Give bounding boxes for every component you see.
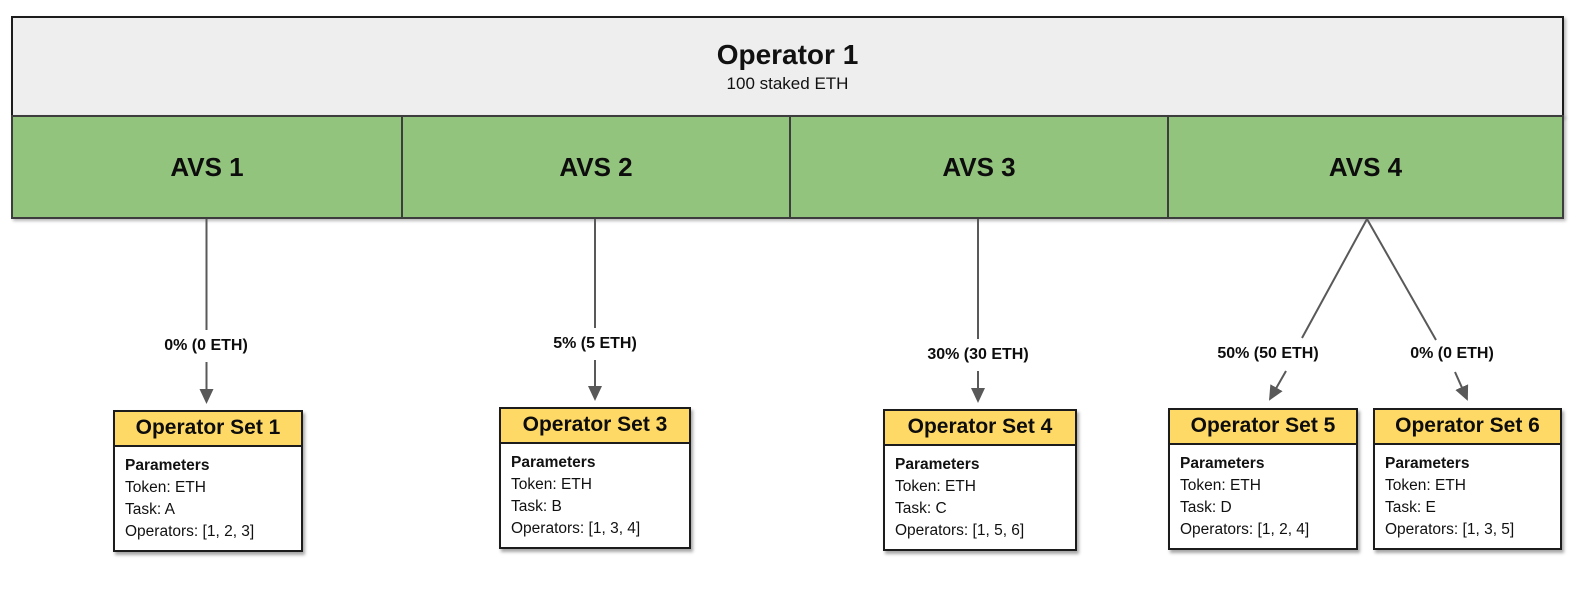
operator-set-6-box: Operator Set 6 Parameters Token: ETH Tas… [1373,408,1562,550]
param-token: Token: ETH [895,478,976,496]
operator-set-5-box: Operator Set 5 Parameters Token: ETH Tas… [1168,408,1358,550]
operator-set-6-body: Parameters Token: ETH Task: E Operators:… [1375,445,1560,548]
arrow-avs4-to-set5-lower [1269,370,1287,401]
allocation-label-avs3: 30% (30 ETH) [924,346,1032,364]
param-token: Token: ETH [511,476,592,494]
operator-set-1-body: Parameters Token: ETH Task: A Operators:… [115,447,301,550]
operator-set-3-body: Parameters Token: ETH Task: B Operators:… [501,444,689,547]
operator-title: Operator 1 [716,39,859,71]
params-heading: Parameters [895,456,980,473]
param-token: Token: ETH [125,479,206,497]
param-operators: Operators: [1, 3, 4] [511,520,641,538]
operator-set-4-body: Parameters Token: ETH Task: C Operators:… [885,446,1075,549]
param-task: Task: E [1385,499,1436,517]
avs-block-2: AVS 2 [401,115,791,219]
allocation-label-avs1: 0% (0 ETH) [161,337,251,355]
operator-set-6-title: Operator Set 6 [1375,410,1560,445]
operator-set-4-title: Operator Set 4 [885,411,1075,446]
operator-header-box: Operator 1 100 staked ETH [11,16,1564,117]
params-heading: Parameters [125,457,210,474]
params-heading: Parameters [1180,455,1265,472]
param-token: Token: ETH [1180,477,1261,495]
param-task: Task: B [511,498,562,516]
operator-stake-subtitle: 100 staked ETH [726,73,849,93]
operator-set-3-title: Operator Set 3 [501,409,689,444]
operator-set-4-box: Operator Set 4 Parameters Token: ETH Tas… [883,409,1077,551]
operator-set-1-title: Operator Set 1 [115,412,301,447]
operator-set-1-box: Operator Set 1 Parameters Token: ETH Tas… [113,410,303,552]
param-operators: Operators: [1, 3, 5] [1385,521,1515,539]
param-operators: Operators: [1, 2, 4] [1180,521,1310,539]
arrow-avs4-to-set5-upper [1301,218,1368,339]
param-token: Token: ETH [1385,477,1466,495]
param-operators: Operators: [1, 2, 3] [125,523,255,541]
operator-set-5-title: Operator Set 5 [1170,410,1356,445]
avs-block-3: AVS 3 [789,115,1169,219]
allocation-label-avs4-left: 50% (50 ETH) [1214,345,1322,363]
avs-row: AVS 1 AVS 2 AVS 3 AVS 4 [11,115,1564,219]
param-task: Task: A [125,501,175,519]
allocation-label-avs2: 5% (5 ETH) [550,335,640,353]
params-heading: Parameters [1385,455,1470,472]
param-task: Task: C [895,500,947,518]
avs-block-4: AVS 4 [1167,115,1564,219]
operator-set-5-body: Parameters Token: ETH Task: D Operators:… [1170,445,1356,548]
arrow-avs4-to-set6-upper [1366,218,1437,341]
operator-set-3-box: Operator Set 3 Parameters Token: ETH Tas… [499,407,691,549]
param-operators: Operators: [1, 5, 6] [895,522,1025,540]
arrow-avs4-to-set6-lower [1454,371,1469,401]
param-task: Task: D [1180,499,1232,517]
allocation-label-avs4-right: 0% (0 ETH) [1407,345,1497,363]
params-heading: Parameters [511,454,596,471]
